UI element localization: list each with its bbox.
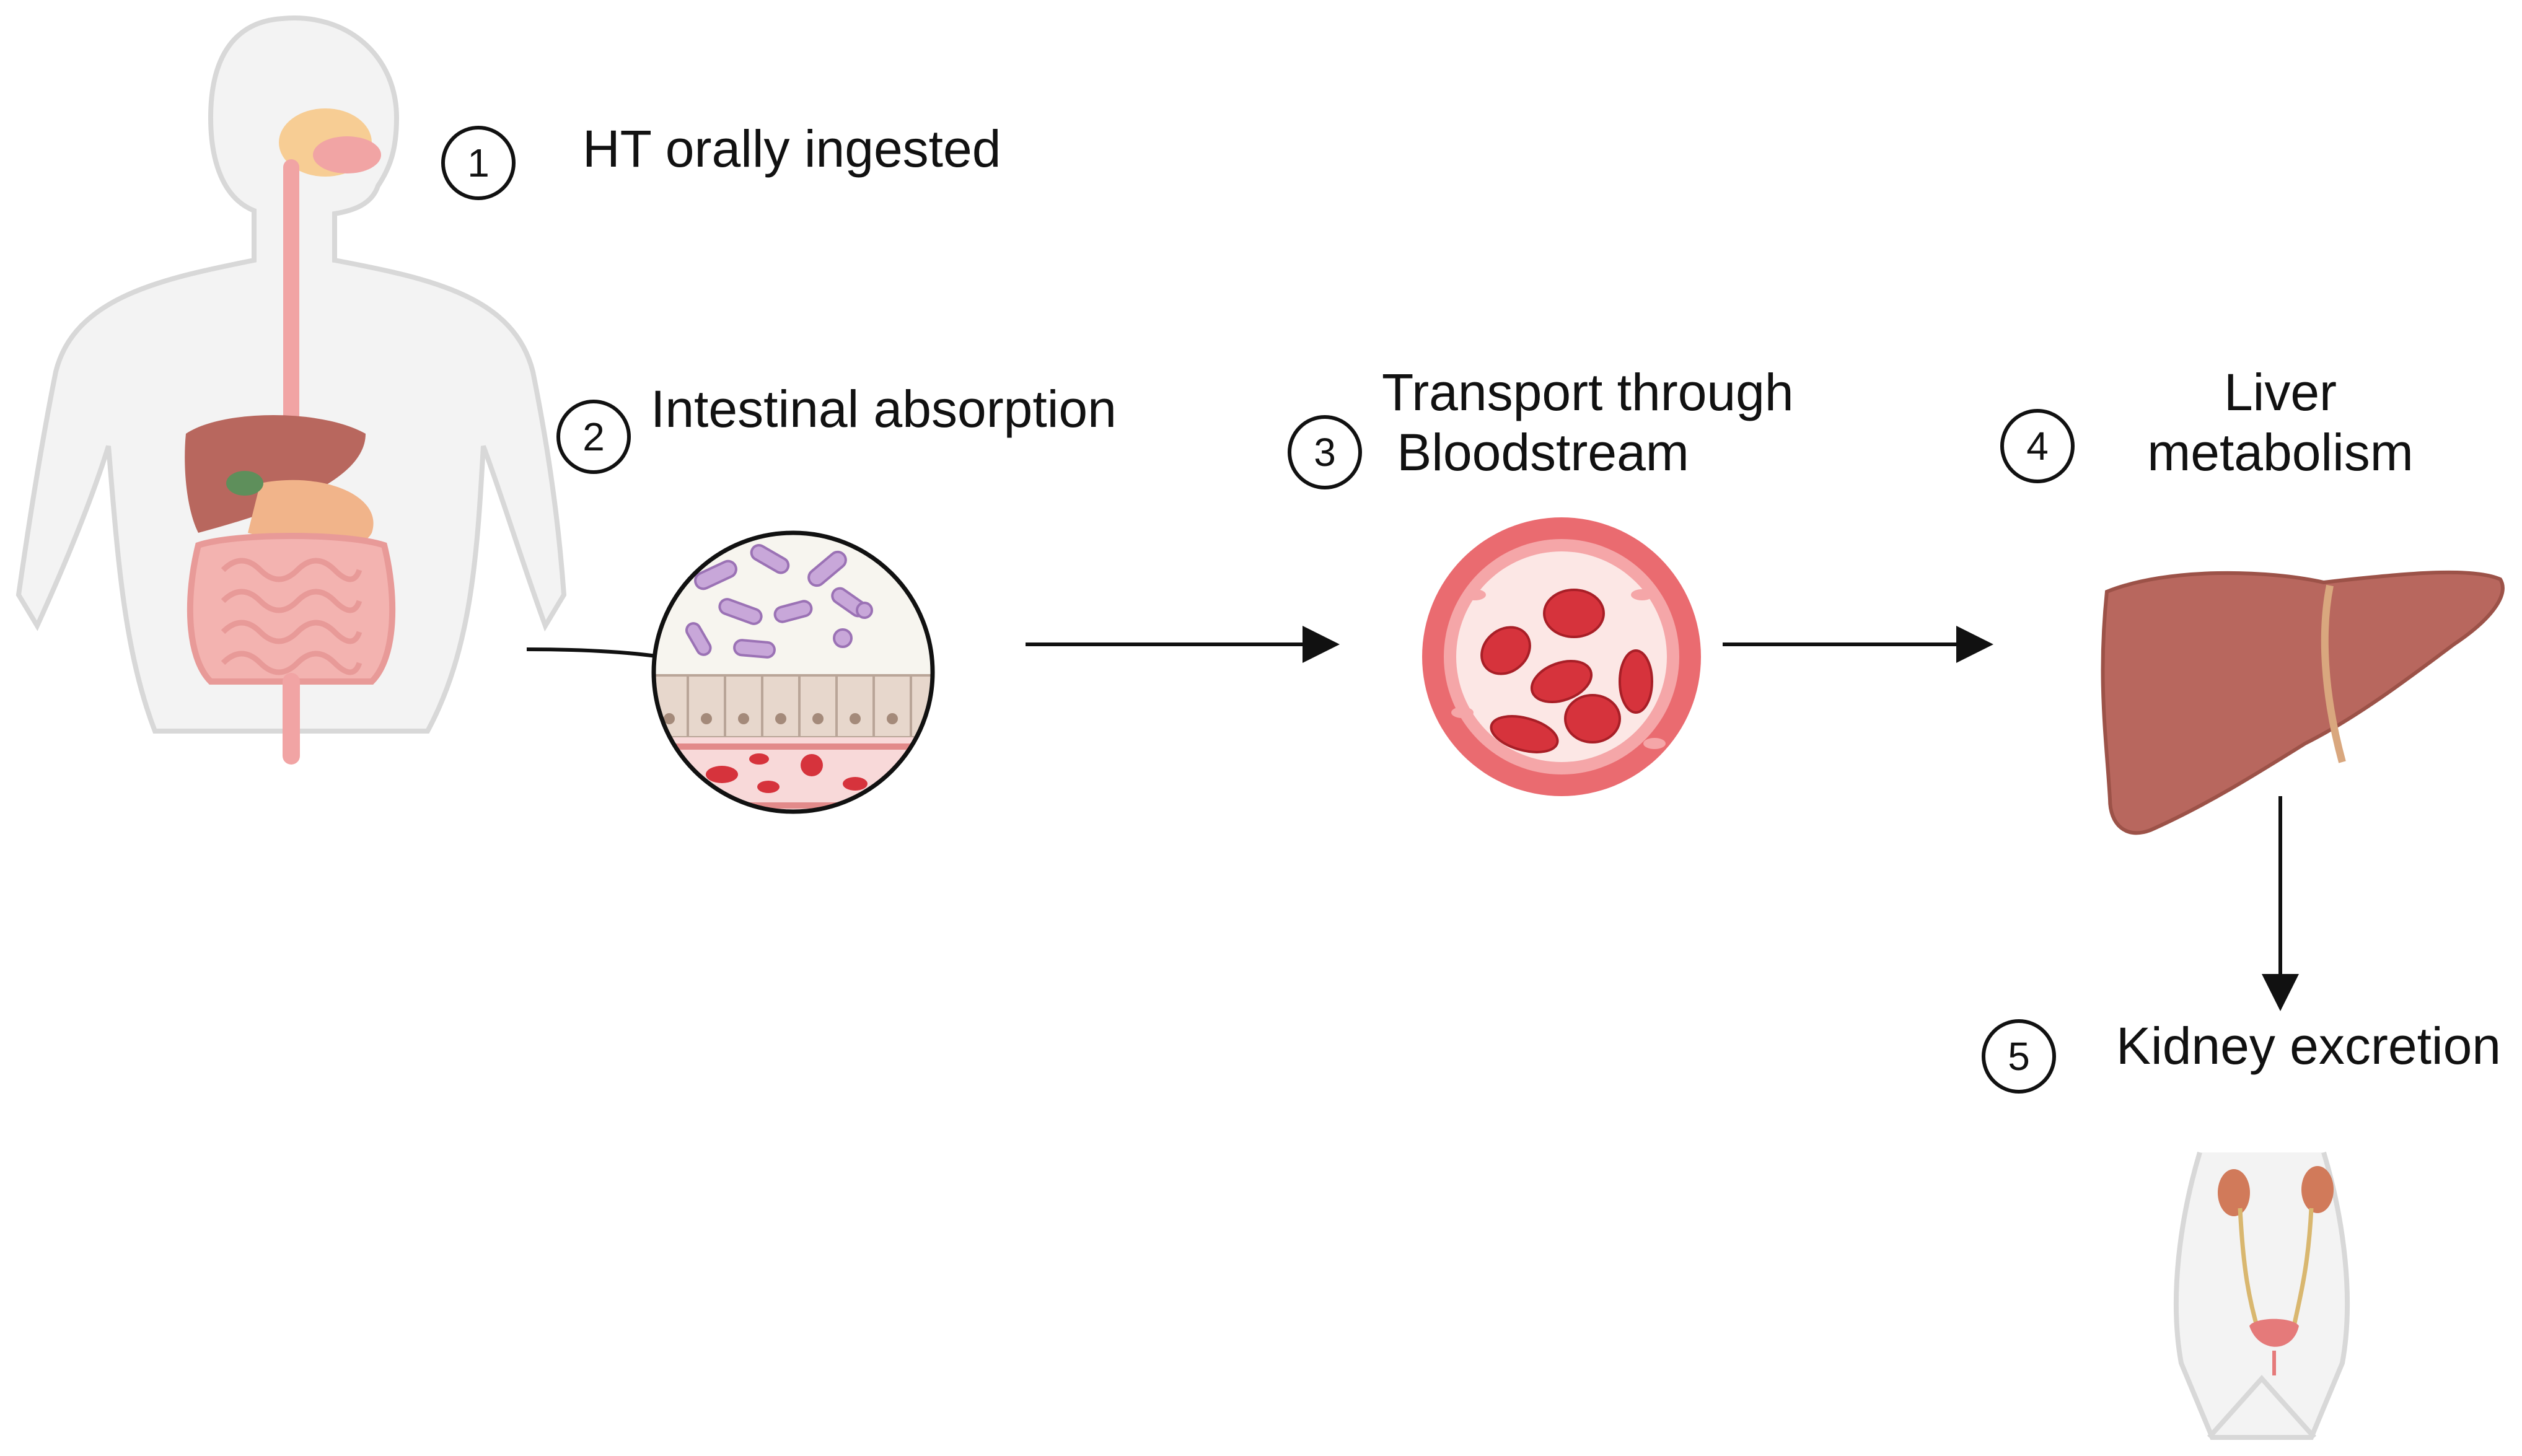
step-1-number: 1 xyxy=(441,126,516,200)
step-4-number: 4 xyxy=(2000,409,2075,483)
step-2-label: Intestinal absorption xyxy=(651,380,1117,438)
step-1-label: HT orally ingested xyxy=(582,120,1001,178)
step-5-number: 5 xyxy=(1982,1019,2056,1094)
step-4-label-line2: metabolism xyxy=(2147,423,2414,481)
step-5-label: Kidney excretion xyxy=(2116,1017,2502,1075)
liver-icon xyxy=(2101,570,2505,835)
step-3-label-line2: Bloodstream xyxy=(1397,423,1689,481)
human-body-digestive-icon xyxy=(15,15,567,765)
step-3-label-line1: Transport through xyxy=(1382,363,1794,421)
step-3-number: 3 xyxy=(1288,415,1362,489)
step-2-number: 2 xyxy=(556,400,631,474)
step-4-label-line1: Liver xyxy=(2223,363,2337,421)
blood-vessel-icon xyxy=(1422,517,1701,796)
urinary-system-icon xyxy=(2173,1151,2350,1440)
step-3-label: Transport through Bloodstream xyxy=(1382,362,1794,482)
step-4-label: Liver metabolism xyxy=(2119,362,2441,482)
intestinal-wall-icon xyxy=(651,530,935,814)
